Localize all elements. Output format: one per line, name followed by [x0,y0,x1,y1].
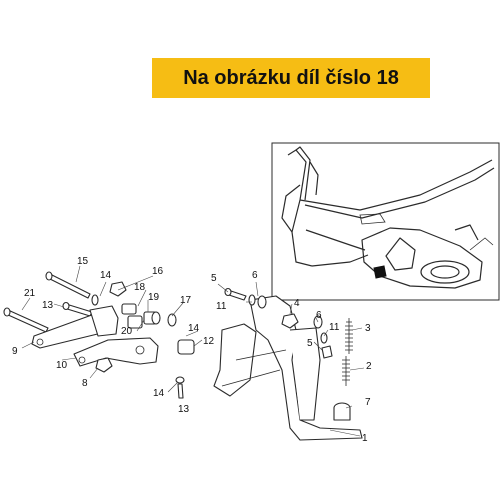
bolt-13-lower [177,383,184,399]
callout-17: 17 [180,295,192,306]
part-number-banner: Na obrázku díl číslo 18 [152,58,430,98]
callout-16: 16 [152,266,164,277]
callout-4: 4 [294,298,300,309]
callout-19: 19 [148,292,160,303]
callout-7: 7 [365,397,371,408]
washer-14-lower [175,376,185,384]
washer-17 [167,313,177,327]
bolt-13-top [62,301,93,317]
nut-8 [95,357,113,373]
callout-18: 18 [134,282,146,293]
callout-13-lower: 13 [178,404,190,415]
bolt-15 [45,271,91,299]
washer-11-top [248,294,256,306]
bushing-12 [177,339,195,355]
leader-lines [21,265,365,437]
bolt-21 [3,307,49,333]
bracket-9 [31,305,119,349]
center-stand [213,295,363,441]
callout-2: 2 [366,361,372,372]
spring-2 [342,356,350,386]
bracket-10 [73,337,159,367]
callout-21: 21 [24,288,36,299]
callout-9: 9 [12,346,18,357]
callout-13-upper: 13 [42,300,54,311]
nut-16 [109,281,127,297]
callout-11-lower: 11 [329,322,340,333]
callout-3: 3 [365,323,371,334]
spring-3 [345,318,353,354]
callout-12: 12 [203,336,215,347]
callout-14-a: 14 [100,270,112,281]
frame-inset [271,142,500,301]
callout-labels: 15 14 16 18 19 20 17 14 12 14 13 21 13 9… [12,256,372,444]
callout-14-b: 14 [188,323,200,334]
callout-14-c: 14 [153,388,165,399]
washer-14-top [91,294,99,306]
callout-15: 15 [77,256,89,267]
callout-10: 10 [56,360,68,371]
callout-20: 20 [121,326,133,337]
bushing-18-19-20 [121,303,161,329]
callout-5-lower: 5 [307,338,313,349]
callout-11-top: 11 [216,301,227,312]
buffer-7 [333,402,351,421]
callout-8: 8 [82,378,88,389]
callout-5-top: 5 [211,273,217,284]
washer-11-lower [320,332,328,344]
callout-6-top: 6 [252,270,258,281]
nut-4 [281,313,299,329]
bolt-5-top [224,287,247,301]
callout-1: 1 [362,433,368,444]
callout-6-lower: 6 [316,310,322,321]
bolt-5-lower [321,345,333,359]
banner-text: Na obrázku díl číslo 18 [183,66,399,89]
nut-6-top [257,295,267,309]
